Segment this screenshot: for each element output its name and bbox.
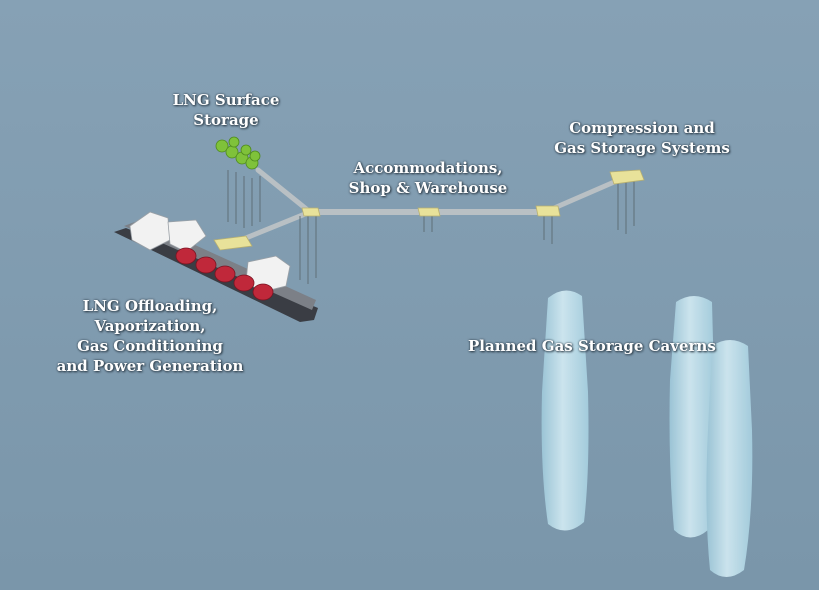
lng-tank (233, 274, 255, 292)
lng-tanks (175, 247, 274, 301)
offloading-platform (213, 235, 253, 251)
surface-storage-tanks (215, 136, 261, 170)
hub-platform (301, 207, 321, 217)
walkway-storage-to-hub (255, 167, 313, 215)
cavern-1 (541, 290, 589, 531)
platform-legs (227, 170, 635, 284)
storage-tank (240, 144, 252, 156)
gas-storage-caverns (541, 290, 753, 577)
cavern-3 (706, 340, 753, 577)
lng-tank (252, 283, 274, 301)
lng-tank (195, 256, 217, 274)
label-accommodations: Accommodations, Shop & Warehouse (348, 159, 508, 197)
lng-tank (175, 247, 197, 265)
label-caverns: Planned Gas Storage Caverns (468, 337, 716, 355)
label-surface-storage: LNG Surface Storage (172, 91, 280, 129)
lng-carrier-ship (114, 211, 318, 322)
storage-tank (249, 150, 261, 162)
compression-platform (609, 169, 645, 185)
superstructure-bow (129, 211, 207, 253)
platforms (213, 169, 645, 251)
label-compression: Compression and Gas Storage Systems (554, 119, 730, 157)
midway-platform (535, 205, 561, 217)
walkway-hub-to-offloading (233, 209, 313, 245)
storage-tank (228, 136, 240, 148)
accommodations-platform (417, 207, 441, 217)
cavern-2 (669, 296, 715, 538)
label-offloading: LNG Offloading, Vaporization, Gas Condit… (56, 297, 244, 375)
lng-tank (214, 265, 236, 283)
storage-tank (215, 139, 229, 153)
